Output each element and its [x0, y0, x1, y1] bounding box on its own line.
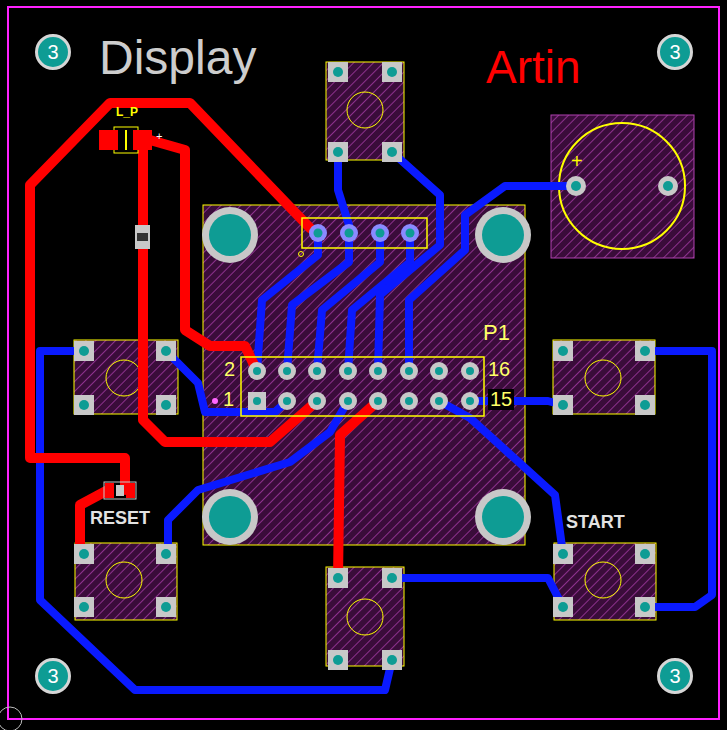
hole-number: 3: [47, 666, 58, 686]
button-name: START: [566, 513, 625, 532]
resistor-body: [137, 233, 148, 241]
buzzer-pad-hole: [663, 181, 673, 191]
mounting-hole: 3: [35, 658, 71, 694]
buzzer-pad: [658, 176, 678, 196]
led-pad: [133, 130, 152, 150]
resistor-symbol: [135, 225, 150, 249]
part-name: L_P: [116, 106, 138, 119]
buzzer-pad: [566, 176, 586, 196]
buzzer-pad-hole: [571, 181, 581, 191]
board-outline: [8, 7, 719, 719]
top-header-outline: [302, 218, 427, 248]
smd-body: [116, 485, 124, 496]
display-module: [203, 205, 525, 545]
pin-number: 1: [223, 389, 234, 410]
polarity-mark: +: [571, 151, 583, 172]
pin-number: 2: [224, 359, 235, 380]
origin-mark: [0, 707, 22, 730]
mounting-hole: 3: [35, 34, 71, 70]
switch-pad-holes: [79, 67, 650, 665]
smd-pad: [105, 483, 114, 498]
module-holes: [202, 207, 531, 545]
hole-number: 3: [669, 42, 680, 62]
hole-number: 3: [47, 42, 58, 62]
main-header-outline: [241, 357, 484, 416]
pin1-dot: [212, 398, 218, 404]
top-traces: [30, 103, 378, 578]
led-pad: [99, 130, 118, 150]
mounting-hole: 3: [657, 34, 693, 70]
button-name: RESET: [90, 509, 150, 528]
smd-outline: [104, 482, 136, 499]
led-mark: [125, 130, 127, 150]
mounting-hole: 3: [657, 658, 693, 694]
pin-marker: [299, 252, 304, 257]
p1-pads: [248, 362, 479, 410]
header-pads: [309, 224, 419, 242]
switch-pads: [74, 62, 655, 670]
buzzer-footprint: [551, 115, 694, 258]
author-name: Artin: [486, 43, 581, 91]
part-name: P1: [483, 321, 510, 344]
smd-pad: [126, 483, 135, 498]
switch-footprints: [74, 62, 656, 666]
switch-circles: [106, 92, 621, 635]
board-title: Display: [99, 33, 256, 83]
p1-pad-holes: [253, 367, 474, 405]
pin-number: 15: [488, 389, 514, 410]
polarity-mark: +: [156, 131, 162, 143]
pin-number: 16: [488, 359, 510, 380]
hole-number: 3: [669, 666, 680, 686]
buzzer-outline: [559, 123, 685, 249]
